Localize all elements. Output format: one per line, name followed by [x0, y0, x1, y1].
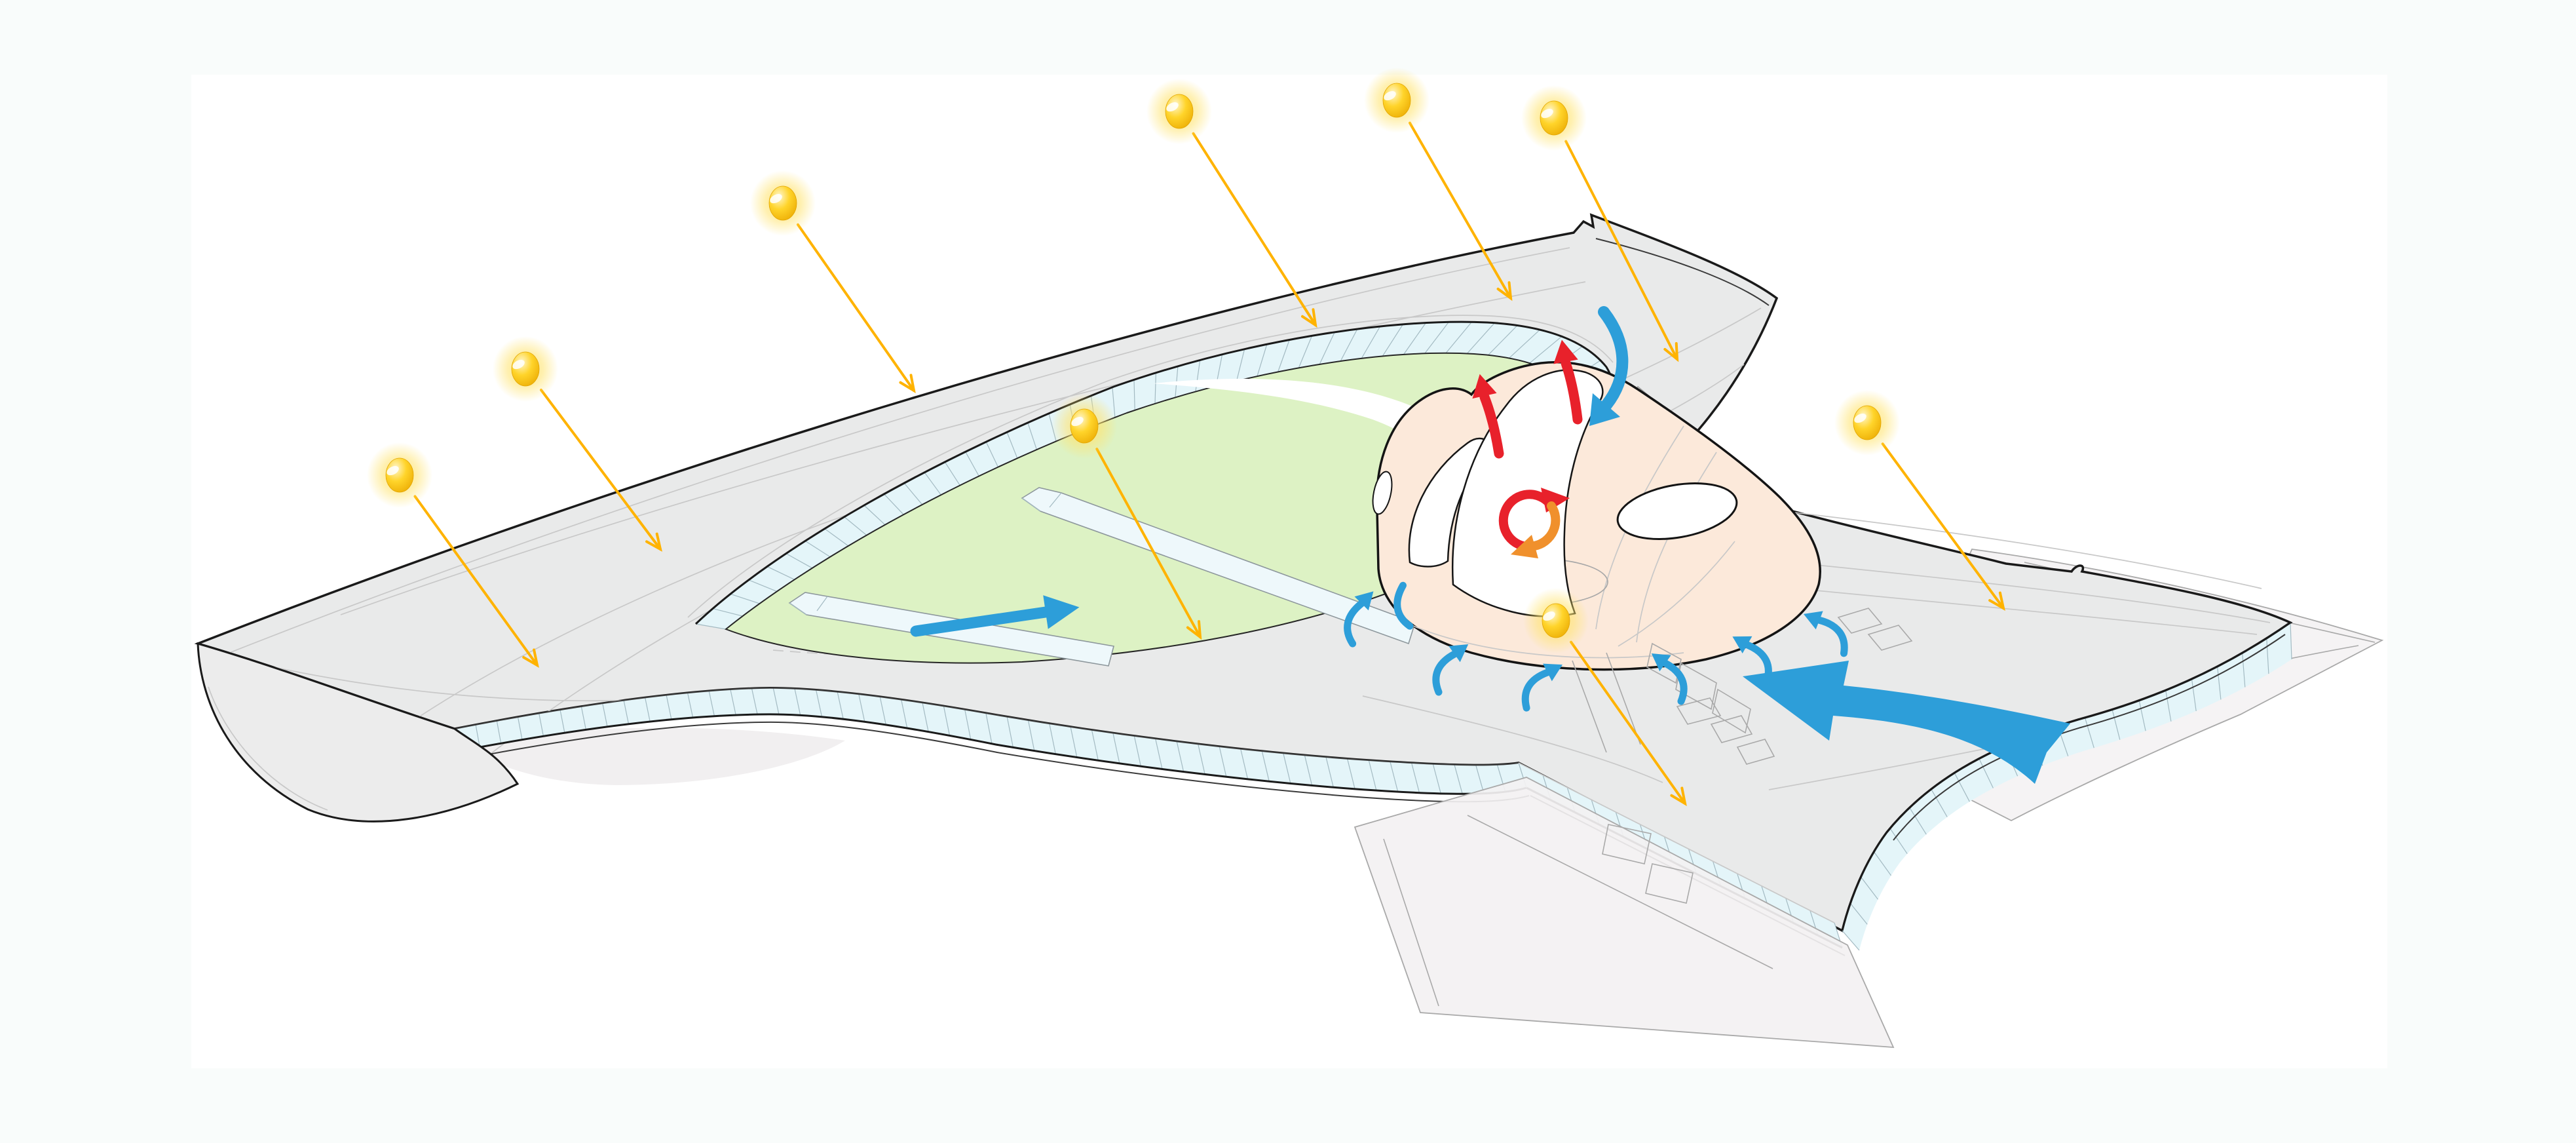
- sun-icon: [367, 442, 432, 508]
- sun-ray: [1095, 448, 1202, 640]
- ghost-apron: [459, 727, 845, 785]
- escalator-ghost: [1602, 824, 1694, 904]
- sun-ray: [1570, 640, 1687, 807]
- sun-icon: [1051, 393, 1117, 459]
- downdraft-arrow-icon: [1589, 306, 1629, 426]
- roof-stair-ghosts: [1676, 608, 1913, 765]
- dome-side-slot: [1372, 471, 1393, 515]
- breeze-curl-arrow-icon: [1344, 591, 1374, 648]
- updraft-arrow-icon: [1472, 374, 1504, 459]
- sun-ray: [539, 389, 662, 552]
- sun-ray: [1564, 140, 1679, 362]
- courtyard-lawn-assembly: [687, 315, 1616, 667]
- lawn-white-gap: [1153, 378, 1458, 478]
- sun-icon: [1523, 588, 1589, 653]
- breeze-curl-arrow-icon: [1651, 653, 1688, 705]
- sun-icon: [1834, 390, 1900, 455]
- bridge-apron: [1354, 777, 1895, 1049]
- suns: [367, 68, 1900, 653]
- sun-ray: [413, 495, 539, 668]
- sun-icon: [1146, 79, 1212, 144]
- cross-breeze-arrow-icon: [910, 595, 1080, 637]
- sun-ray: [1192, 132, 1317, 328]
- updraft-arrow-icon: [1553, 339, 1583, 425]
- sun-ray: [796, 223, 916, 394]
- breeze-curl-arrow-icon: [1393, 581, 1414, 630]
- breeze-curl-arrow-icon: [1732, 636, 1772, 685]
- recirculation-icon: [1498, 488, 1570, 558]
- updraft-arrows: [1472, 339, 1583, 459]
- left-skirt: [197, 642, 520, 823]
- breeze-curl-arrow-icon: [1803, 611, 1848, 657]
- dome-oculus-opening: [1616, 482, 1738, 541]
- sun-icon: [750, 170, 816, 236]
- sun-icon: [1521, 85, 1587, 151]
- sun-ray: [1881, 442, 2005, 611]
- dome-stair-ghost: [1572, 642, 1751, 753]
- breeze-curl-arrows: [1344, 581, 1848, 712]
- sun-rays: [413, 121, 2005, 807]
- sun-icon: [1364, 68, 1430, 133]
- breeze-curl-arrow-icon: [1521, 663, 1563, 712]
- sun-icon: [493, 336, 558, 402]
- sun-ray: [1408, 121, 1513, 301]
- breeze-curl-arrow-icon: [1432, 644, 1469, 696]
- prevailing-wind-arrow-icon: [1743, 661, 2070, 784]
